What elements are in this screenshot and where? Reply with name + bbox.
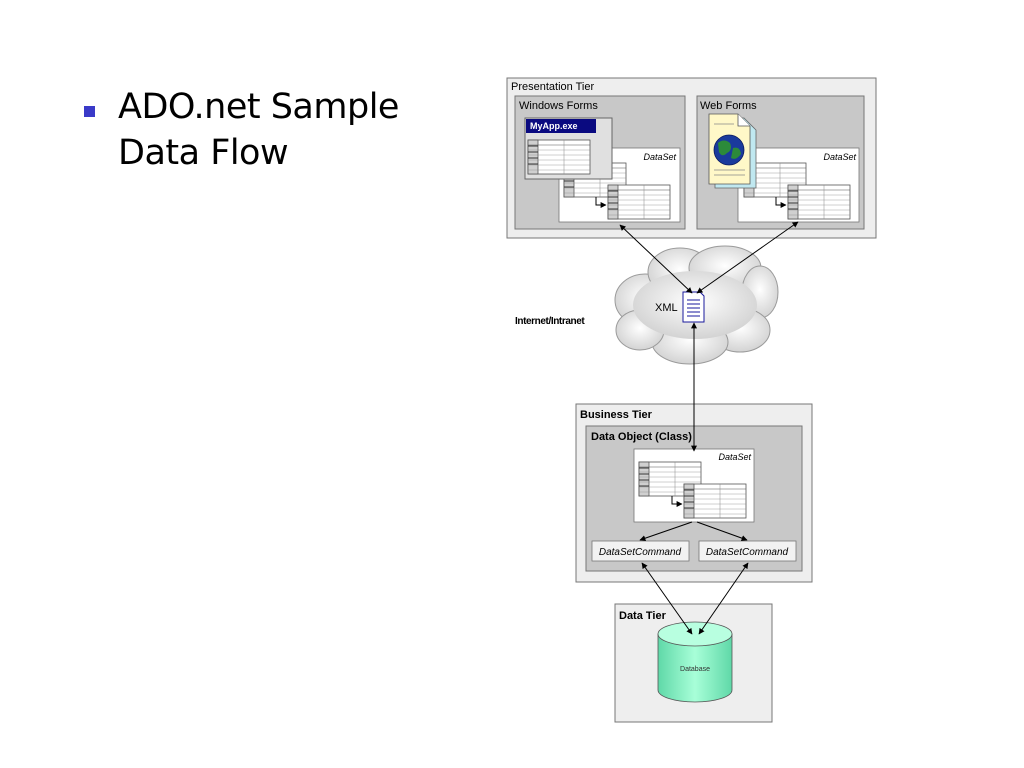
table-icon xyxy=(527,139,591,175)
internet-label: Internet/Intranet xyxy=(515,316,585,327)
dataset-command-label: DataSetCommand xyxy=(599,547,682,558)
arrow-dataset-cmd-left xyxy=(639,521,693,542)
business-tier-label: Business Tier xyxy=(580,409,653,421)
arrow-dataset-cmd-right xyxy=(696,521,748,541)
xml-document-icon xyxy=(682,291,705,323)
dataset-box-business: DataSet xyxy=(633,448,755,523)
windows-forms-panel: Windows Forms DataSet MyApp.exe xyxy=(514,95,686,230)
database-cylinder: Database xyxy=(657,621,733,703)
dataset-label-web: DataSet xyxy=(823,152,856,162)
xml-label: XML xyxy=(655,302,678,314)
dataset-label-windows: DataSet xyxy=(643,152,676,162)
web-forms-label: Web Forms xyxy=(700,100,757,112)
table-icon xyxy=(787,184,851,220)
dataset-label-business: DataSet xyxy=(718,452,751,462)
table-icon xyxy=(683,483,747,519)
presentation-tier-label: Presentation Tier xyxy=(511,81,594,93)
table-icon xyxy=(607,184,671,220)
data-tier-label: Data Tier xyxy=(619,610,667,622)
web-page-icon xyxy=(708,113,757,189)
dataset-box-web: DataSet xyxy=(737,147,860,223)
arrow-cmd-left-db xyxy=(641,562,693,635)
flow-arrows xyxy=(619,221,799,635)
presentation-tier: Presentation Tier Windows Forms DataSet … xyxy=(506,77,877,239)
dataset-command-left: DataSetCommand xyxy=(591,540,690,562)
dataset-command-right: DataSetCommand xyxy=(698,540,797,562)
arrow-cmd-right-db xyxy=(698,562,749,635)
slide-title: ADO.net Sample Data Flow xyxy=(118,84,458,176)
title-line-1: ADO.net Sample xyxy=(118,87,399,127)
windows-forms-label: Windows Forms xyxy=(519,100,598,112)
business-tier: Business Tier Data Object (Class) DataSe… xyxy=(575,403,813,583)
bullet-marker xyxy=(84,106,95,117)
title-line-2: Data Flow xyxy=(118,133,289,173)
web-forms-panel: Web Forms DataSet xyxy=(696,95,865,230)
myapp-title: MyApp.exe xyxy=(530,121,578,131)
arrow-windows-xml xyxy=(619,224,693,294)
arrow-web-xml xyxy=(696,221,799,294)
myapp-window: MyApp.exe xyxy=(524,117,613,180)
dataset-command-label: DataSetCommand xyxy=(706,547,789,558)
data-tier: Data Tier Database xyxy=(614,603,773,723)
database-label: Database xyxy=(680,666,710,673)
data-object-label: Data Object (Class) xyxy=(591,431,692,443)
